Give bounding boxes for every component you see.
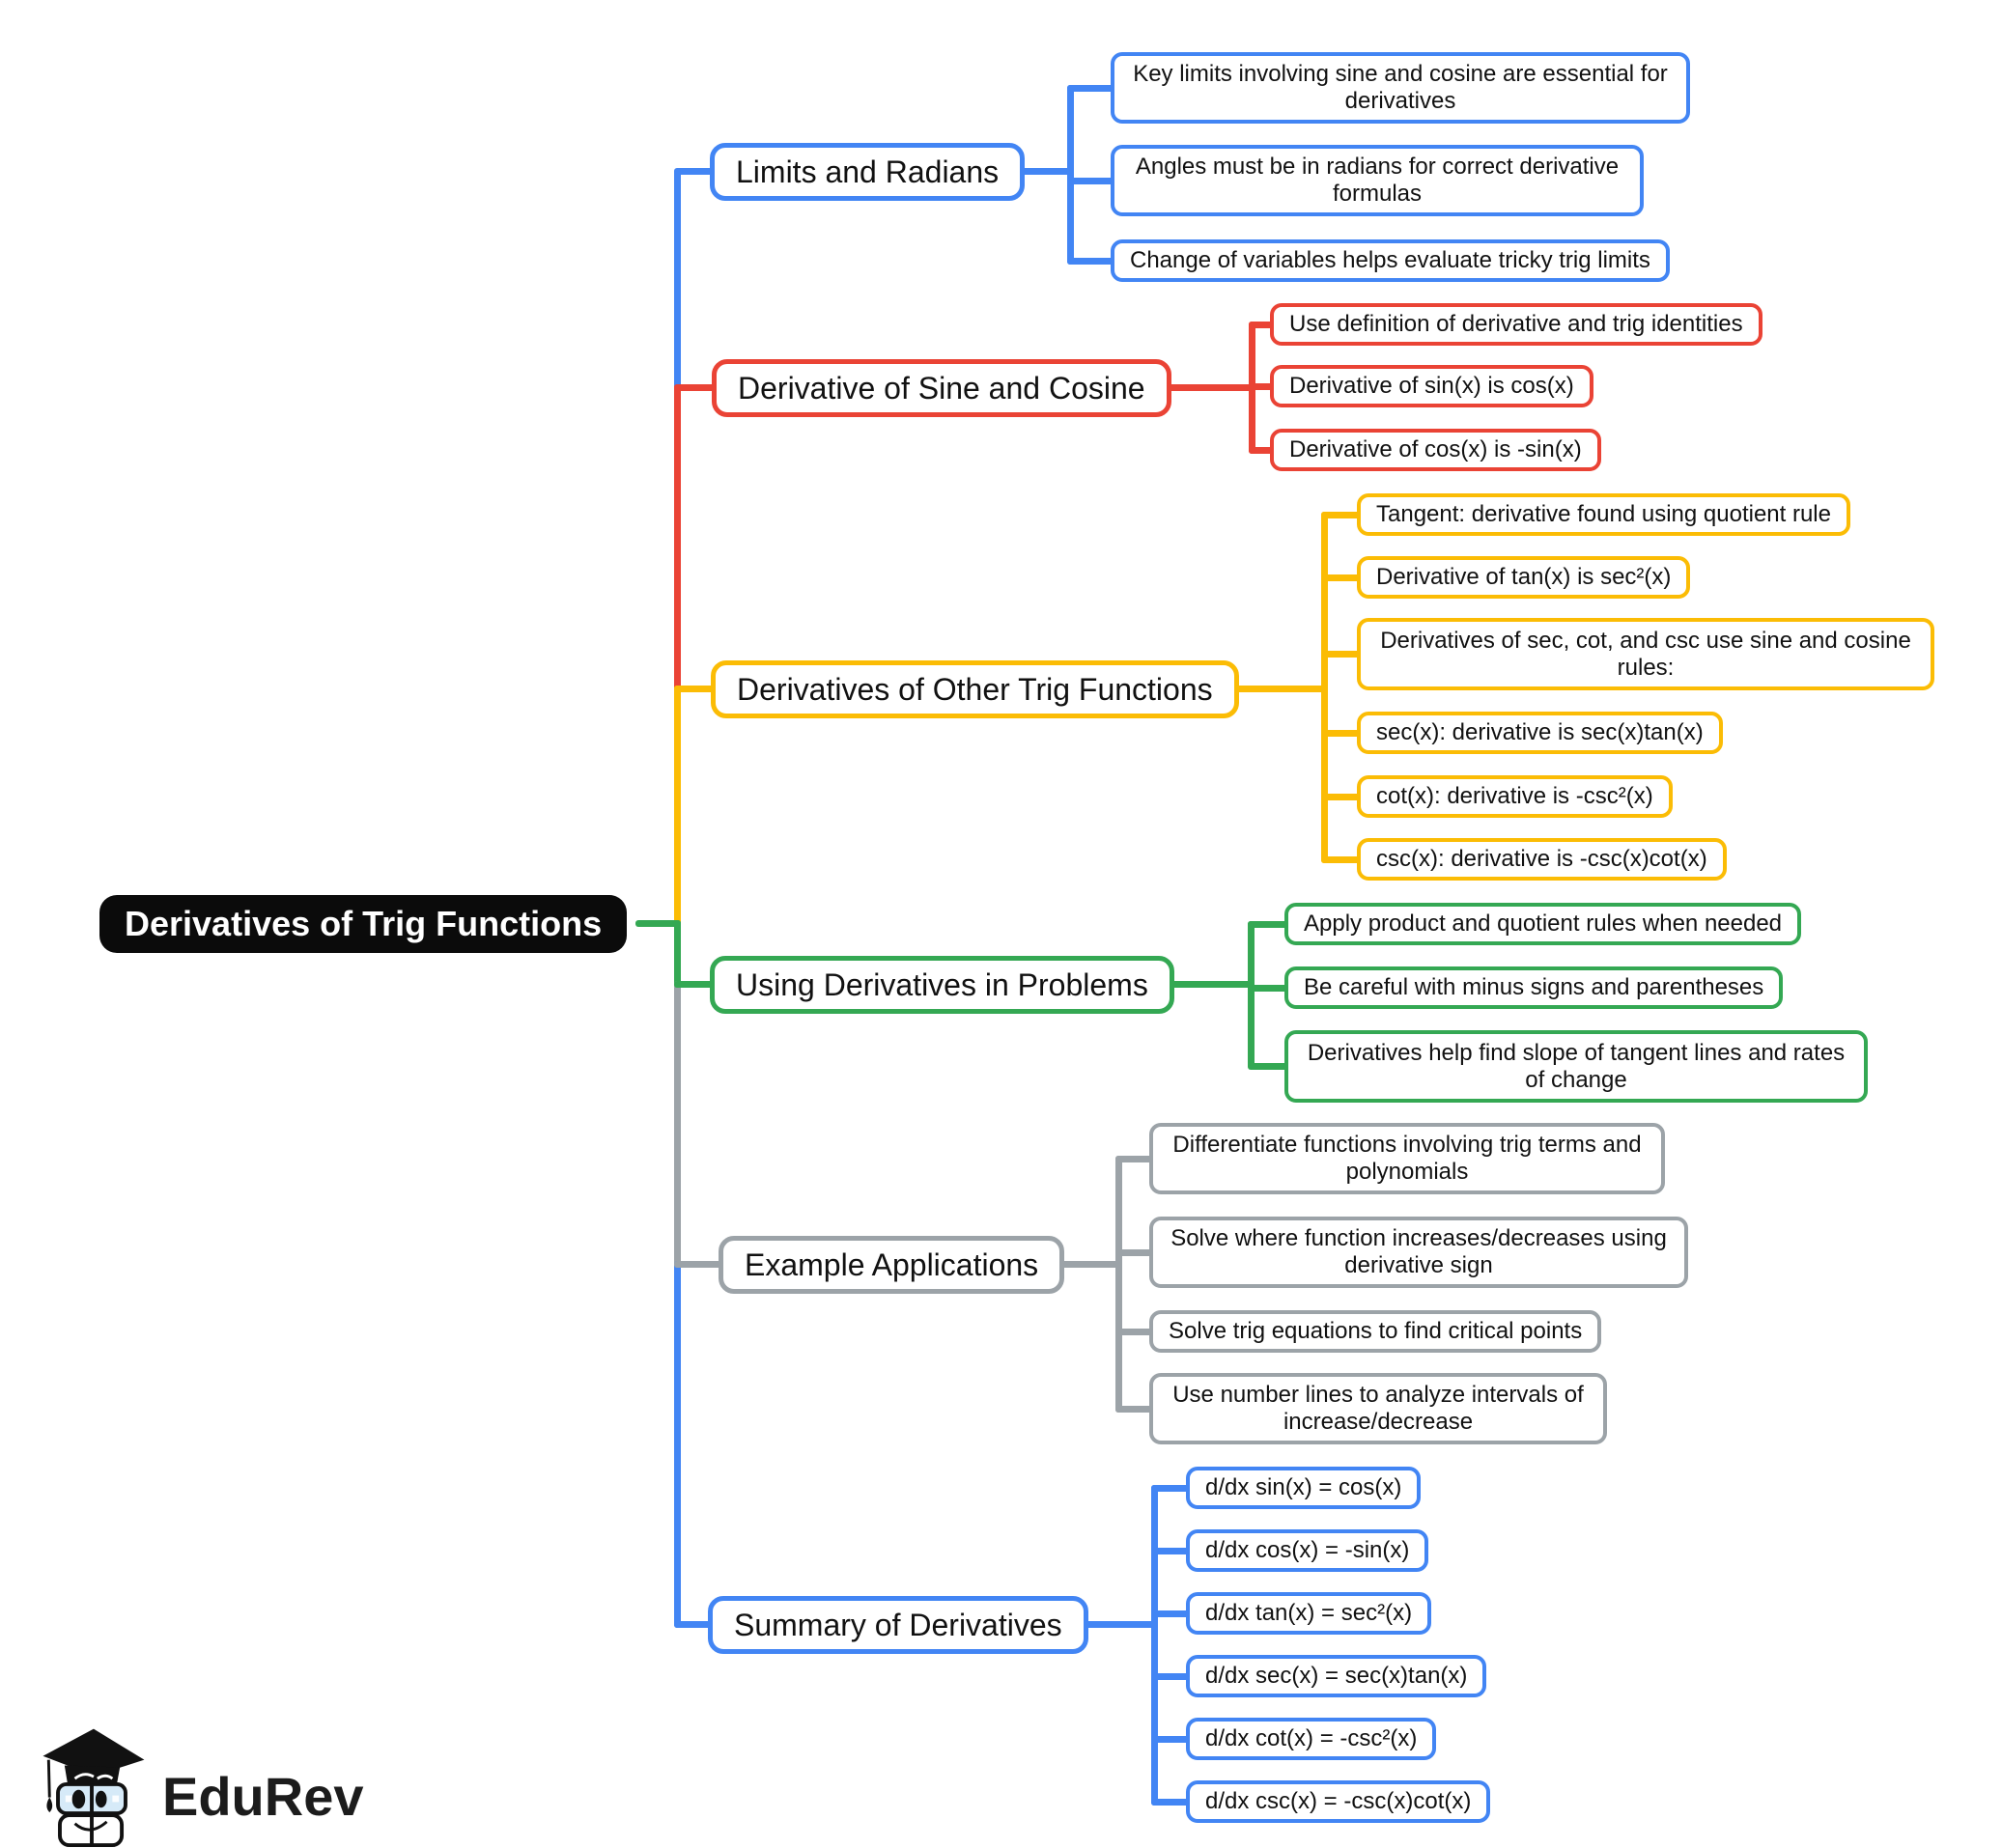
leaf-node: Change of variables helps evaluate trick… xyxy=(1111,239,1670,282)
leaf-node: d/dx cos(x) = -sin(x) xyxy=(1186,1529,1429,1572)
connector-leaf xyxy=(1115,1249,1164,1256)
leaf-node: d/dx csc(x) = -csc(x)cot(x) xyxy=(1186,1780,1491,1823)
connector-leaf xyxy=(1115,1156,1164,1162)
leaf-node: Derivatives of sec, cot, and csc use sin… xyxy=(1357,618,1934,690)
connector-leaf xyxy=(1321,856,1374,863)
connector-leaf xyxy=(1151,1610,1200,1617)
branch-limits-and-radians: Limits and Radians xyxy=(710,143,1026,201)
connector-leaf xyxy=(1321,574,1374,581)
connector-leaf xyxy=(1151,1485,1200,1492)
connector-leaf xyxy=(1151,1736,1200,1743)
leaf-node: Tangent: derivative found using quotient… xyxy=(1357,493,1850,536)
connector-leaf xyxy=(1321,512,1374,518)
connector-root xyxy=(635,920,681,927)
edurev-mascot-icon xyxy=(35,1717,149,1848)
connector-leaf xyxy=(1321,794,1374,800)
connector-leaf xyxy=(1321,651,1374,658)
connector-leaf xyxy=(1115,1406,1164,1413)
connector-childtrunk-using xyxy=(1248,921,1255,1069)
root-node: Derivatives of Trig Functions xyxy=(99,895,628,953)
connector-leaf xyxy=(1249,322,1287,328)
connector-leaf xyxy=(1248,1063,1299,1070)
leaf-node: d/dx tan(x) = sec²(x) xyxy=(1186,1592,1432,1635)
connector-trunk-othertrig xyxy=(674,686,681,927)
leaf-node: Differentiate functions involving trig t… xyxy=(1149,1123,1665,1194)
connector-leaf xyxy=(1249,447,1287,454)
connector-childtrunk-examples xyxy=(1115,1156,1122,1413)
connector-leaf xyxy=(1249,383,1287,390)
edurev-logo: EduRev xyxy=(35,1717,364,1848)
connector-childtrunk-othertrig xyxy=(1321,512,1328,863)
connector-leaf xyxy=(1321,730,1374,737)
leaf-node: Derivative of sin(x) is cos(x) xyxy=(1270,365,1593,407)
leaf-node: Key limits involving sine and cosine are… xyxy=(1111,52,1690,124)
leaf-node: d/dx sec(x) = sec(x)tan(x) xyxy=(1186,1655,1487,1697)
connector-trunk-examples xyxy=(674,981,681,1268)
branch-using-derivatives-in-problems: Using Derivatives in Problems xyxy=(710,956,1174,1014)
connector-leaf xyxy=(1151,1673,1200,1680)
connector-leaf xyxy=(1151,1799,1200,1806)
connector-leaf xyxy=(1151,1548,1200,1554)
connector-trunk-summary xyxy=(674,1261,681,1628)
connector-leaf xyxy=(1248,921,1299,928)
connector-leaf xyxy=(1248,985,1299,992)
leaf-node: cot(x): derivative is -csc²(x) xyxy=(1357,775,1673,818)
connector-trunk-using xyxy=(674,920,681,988)
leaf-node: Solve where function increases/decreases… xyxy=(1149,1217,1688,1288)
leaf-node: Use number lines to analyze intervals of… xyxy=(1149,1373,1607,1444)
connector-childtrunk-summary xyxy=(1151,1485,1158,1806)
branch-derivatives-of-other-trig-functions: Derivatives of Other Trig Functions xyxy=(711,660,1239,718)
branch-derivative-of-sine-and-cosine: Derivative of Sine and Cosine xyxy=(712,359,1171,417)
leaf-node: Solve trig equations to find critical po… xyxy=(1149,1310,1602,1353)
leaf-node: Use definition of derivative and trig id… xyxy=(1270,303,1762,346)
connector-leaf xyxy=(1067,85,1125,92)
connector-childtrunk-limits xyxy=(1067,85,1074,265)
edurev-logo-text: EduRev xyxy=(162,1765,364,1827)
leaf-node: Derivatives help find slope of tangent l… xyxy=(1284,1030,1868,1103)
leaf-node: Apply product and quotient rules when ne… xyxy=(1284,903,1802,945)
leaf-node: sec(x): derivative is sec(x)tan(x) xyxy=(1357,712,1723,754)
leaf-node: Derivative of cos(x) is -sin(x) xyxy=(1270,429,1601,471)
connector-trunk-limits xyxy=(674,169,681,391)
branch-example-applications: Example Applications xyxy=(719,1236,1065,1294)
leaf-node: Be careful with minus signs and parenthe… xyxy=(1284,966,1784,1009)
connector-leaf xyxy=(1067,178,1125,184)
leaf-node: csc(x): derivative is -csc(x)cot(x) xyxy=(1357,838,1727,881)
leaf-node: Derivative of tan(x) is sec²(x) xyxy=(1357,556,1691,599)
leaf-node: d/dx cot(x) = -csc²(x) xyxy=(1186,1718,1437,1760)
leaf-node: Angles must be in radians for correct de… xyxy=(1111,145,1644,216)
leaf-node: d/dx sin(x) = cos(x) xyxy=(1186,1467,1422,1509)
branch-summary-of-derivatives: Summary of Derivatives xyxy=(708,1596,1088,1654)
connector-trunk-sine xyxy=(674,384,681,692)
connector-leaf xyxy=(1115,1329,1164,1335)
connector-leaf xyxy=(1067,258,1125,265)
